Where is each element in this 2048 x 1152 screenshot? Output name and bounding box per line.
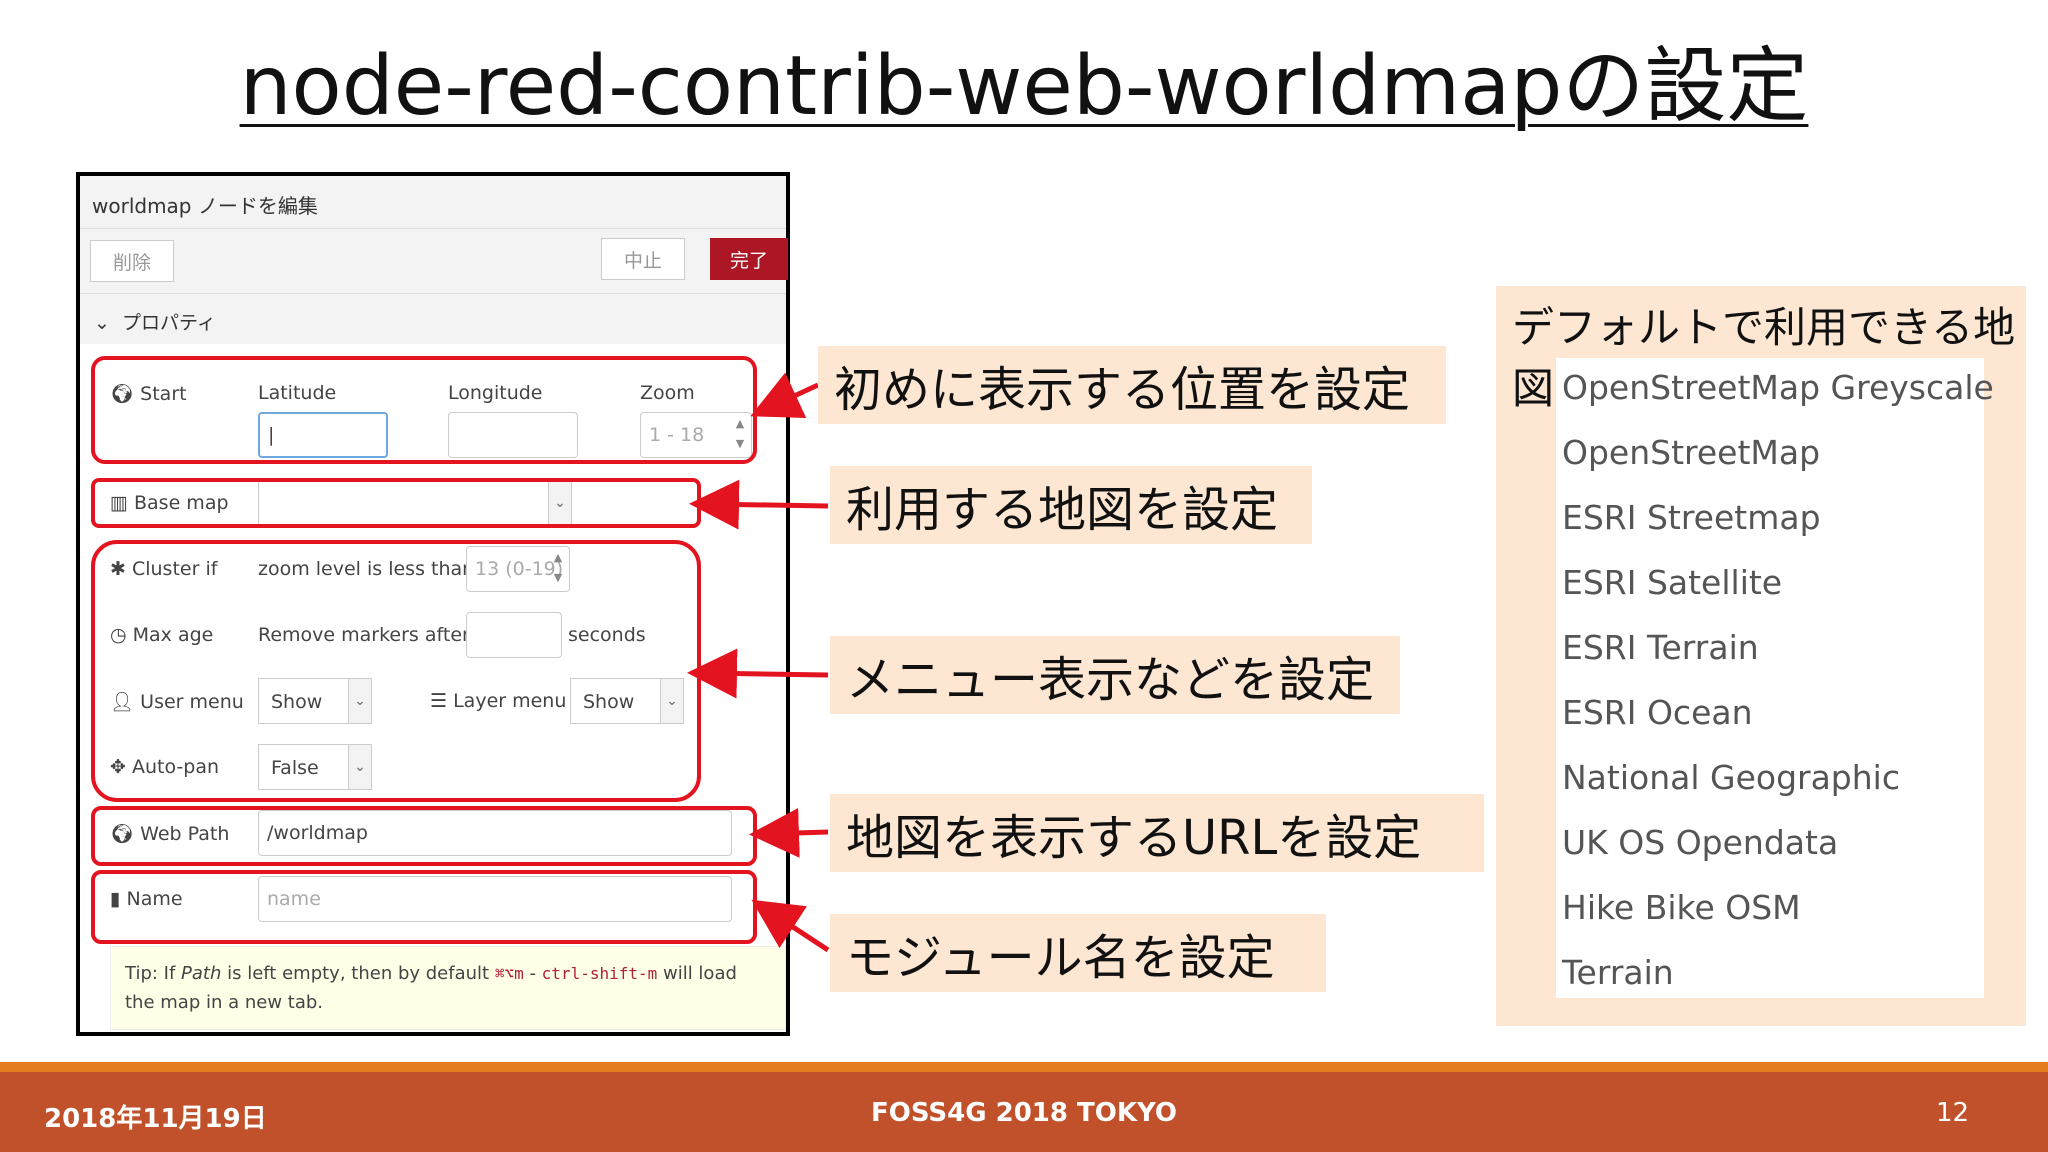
note-url: 地図を表示するURLを設定: [830, 794, 1484, 872]
map-list-item: UK OS Opendata: [1562, 823, 1839, 862]
delete-button[interactable]: 削除: [90, 240, 174, 282]
cluster-text: zoom level is less than: [258, 558, 475, 580]
map-list-item: ESRI Satellite: [1562, 563, 1783, 602]
footer-accent-line: [0, 1062, 2048, 1072]
map-list-item: OpenStreetMap Greyscale: [1562, 368, 1994, 407]
zoom-label: Zoom: [640, 382, 695, 404]
layer-menu-select[interactable]: Show ⌄: [570, 678, 684, 724]
dialog-header: worldmap ノードを編集: [80, 176, 786, 229]
latitude-input[interactable]: |: [258, 412, 388, 458]
list-icon: ☰: [430, 690, 448, 712]
map-icon: ▥: [110, 492, 128, 514]
note-menu: メニュー表示などを設定: [830, 636, 1400, 714]
default-maps-list: [1556, 358, 1984, 998]
base-map-label: ▥ Base map: [110, 492, 229, 514]
map-list-item: ESRI Ocean: [1562, 693, 1753, 732]
web-path-label: 🌍︎ Web Path: [110, 823, 230, 845]
dialog-toolbar: 削除 中止 完了: [80, 229, 788, 294]
cluster-placeholder: 13 (0-19): [475, 558, 564, 580]
name-input[interactable]: name: [258, 876, 732, 922]
longitude-input[interactable]: [448, 412, 578, 458]
layer-menu-label: ☰ Layer menu: [430, 690, 567, 712]
latitude-label: Latitude: [258, 382, 337, 404]
default-maps-title: デフォルトで利用できる地図: [1512, 303, 2016, 413]
properties-section-title: ⌄ プロパティ: [94, 312, 216, 334]
footer-event: FOSS4G 2018 TOKYO: [870, 1098, 1178, 1128]
dialog-title: worldmap ノードを編集: [92, 194, 318, 218]
slide-footer: 2018年11月19日 FOSS4G 2018 TOKYO 12: [0, 1072, 2048, 1152]
base-map-select[interactable]: ⌄: [258, 480, 572, 526]
tip-box: Tip: If Path is left empty, then by defa…: [110, 946, 786, 1030]
note-start-position: 初めに表示する位置を設定: [818, 346, 1446, 424]
footer-date: 2018年11月19日: [44, 1104, 267, 1134]
spinner-up-icon[interactable]: ▲: [735, 417, 745, 430]
clock-icon: ◷: [110, 624, 127, 646]
name-label: ▮ Name: [110, 888, 183, 910]
done-button[interactable]: 完了: [710, 238, 788, 280]
page-number: 12: [1936, 1098, 1970, 1128]
user-menu-label: 👤︎ User menu: [110, 691, 244, 713]
cancel-button[interactable]: 中止: [601, 238, 685, 280]
spinner-down-icon[interactable]: ▼: [553, 571, 563, 584]
cluster-zoom-input[interactable]: 13 (0-19) ▲ ▼: [466, 546, 570, 592]
map-list-item: OpenStreetMap: [1562, 433, 1821, 472]
arrows-icon: ✥: [110, 756, 126, 778]
chevron-down-icon: ⌄: [548, 481, 571, 525]
chevron-down-icon: ⌄: [660, 679, 683, 723]
note-module-name: モジュール名を設定: [830, 914, 1326, 992]
map-list-item: ESRI Streetmap: [1562, 498, 1821, 537]
properties-section-header[interactable]: ⌄ プロパティ: [80, 294, 786, 344]
chevron-down-icon: ⌄: [348, 679, 371, 723]
map-list-item: Hike Bike OSM: [1562, 888, 1801, 927]
seconds-label: seconds: [568, 624, 646, 646]
map-list-item: ESRI Terrain: [1562, 628, 1759, 667]
max-age-input[interactable]: [466, 612, 562, 658]
worldmap-edit-dialog: worldmap ノードを編集 削除 中止 完了 ⌄ プロパティ 🌍︎ Star…: [76, 172, 790, 1036]
zoom-input[interactable]: 1 - 18 ▲ ▼: [640, 412, 752, 458]
map-list-item: National Geographic: [1562, 758, 1900, 797]
user-icon: 👤︎: [110, 691, 135, 713]
max-age-label: ◷ Max age: [110, 624, 214, 646]
map-list-item: Terrain: [1562, 953, 1674, 992]
chevron-down-icon: ⌄: [94, 312, 110, 334]
spinner-down-icon[interactable]: ▼: [735, 437, 745, 450]
user-menu-select[interactable]: Show ⌄: [258, 678, 372, 724]
file-icon: ▮: [110, 888, 121, 910]
chevron-down-icon: ⌄: [348, 745, 371, 789]
start-label: 🌍︎ Start: [110, 383, 187, 405]
web-path-input[interactable]: /worldmap: [258, 810, 732, 856]
zoom-placeholder: 1 - 18: [649, 424, 705, 446]
auto-pan-label: ✥ Auto-pan: [110, 756, 220, 778]
max-age-text: Remove markers after: [258, 624, 470, 646]
auto-pan-select[interactable]: False ⌄: [258, 744, 372, 790]
note-base-map: 利用する地図を設定: [830, 466, 1312, 544]
slide-title: node-red-contrib-web-worldmapの設定: [239, 39, 1809, 134]
longitude-label: Longitude: [448, 382, 543, 404]
globe-icon: 🌍︎: [110, 823, 135, 845]
spinner-up-icon[interactable]: ▲: [553, 551, 563, 564]
globe-icon: 🌍︎: [110, 383, 135, 405]
